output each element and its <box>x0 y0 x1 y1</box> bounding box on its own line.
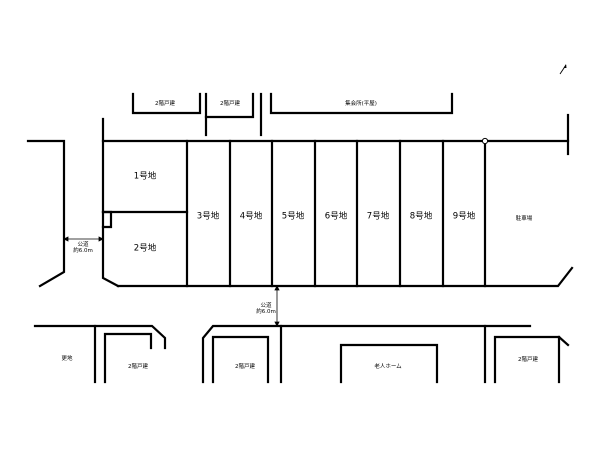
nursing-home-label: 老人ホーム <box>374 363 402 370</box>
north-arrow-icon <box>559 64 567 75</box>
bottom-house-1-label: 2階戸建 <box>128 363 148 370</box>
lot-2-label: 2号地 <box>133 243 157 254</box>
west-road-left-edge <box>26 139 66 288</box>
meeting-hall-outline <box>269 92 454 115</box>
top-mid-house-outline-2 <box>204 92 255 119</box>
top-left-house-outline <box>131 92 202 115</box>
meeting-hall-label: 集会所(平屋) <box>345 100 377 107</box>
bottom-house-3-step <box>557 335 570 347</box>
top-left-house-label: 2階戸建 <box>155 100 175 107</box>
west-dim-arrow-left <box>63 236 69 242</box>
lot-7-label: 7号地 <box>366 211 390 222</box>
south-road-mid-edge <box>201 324 532 384</box>
nursing-home-outline <box>339 343 439 384</box>
west-road-label: 公道 約6.0m <box>73 242 93 254</box>
bottom-house-2-outline <box>211 335 270 384</box>
bottom-house-3-label: 2階戸建 <box>518 356 538 363</box>
bottom-house-3-outline <box>493 335 561 384</box>
lot-5-label: 5号地 <box>281 211 305 222</box>
west-road-name: 公道 <box>77 241 89 248</box>
subdivision-bottom-boundary <box>116 266 574 288</box>
lot-2-notch <box>101 210 113 229</box>
lot-4-label: 4号地 <box>239 211 263 222</box>
lot-3-label: 3号地 <box>196 211 220 222</box>
south-road-name: 公道 <box>260 302 272 309</box>
bottom-house-1-outline <box>103 332 153 384</box>
bottom-house-2-label: 2階戸建 <box>235 363 255 370</box>
south-road-left-edge <box>33 324 167 350</box>
south-road-label: 公道 約6.0m <box>256 303 276 315</box>
lot-6-label: 6号地 <box>324 211 348 222</box>
south-dim-arrow-bottom <box>274 321 280 327</box>
south-dim-arrow-top <box>274 285 280 291</box>
parking-label: 駐車場 <box>515 215 533 222</box>
vacant-land-label: 更地 <box>61 355 73 362</box>
lot-8-label: 8号地 <box>409 211 433 222</box>
west-dim-arrow-right <box>98 236 104 242</box>
boundary-marker <box>481 137 489 145</box>
top-mid-house-label: 2階戸建 <box>220 100 240 107</box>
west-road-width: 約6.0m <box>73 248 93 254</box>
lot-1-label: 1号地 <box>133 171 157 182</box>
lot-9-label: 9号地 <box>452 211 476 222</box>
south-road-width: 約6.0m <box>256 309 276 315</box>
west-road-right-edge <box>101 117 120 288</box>
